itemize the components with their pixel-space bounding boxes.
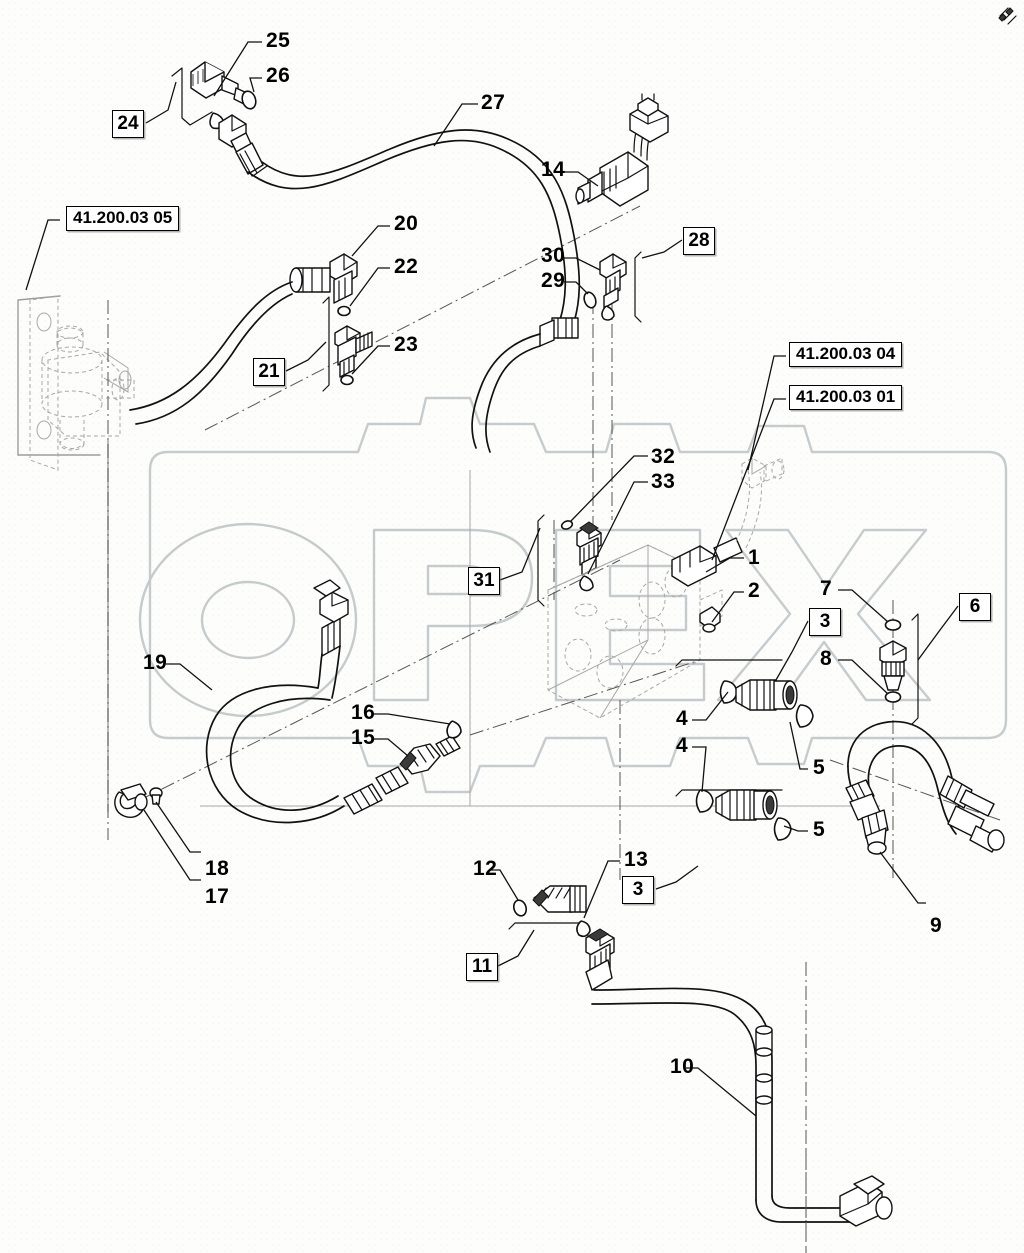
part-20-elbow xyxy=(289,253,358,304)
part-9-elbow-right xyxy=(939,775,1005,853)
part-4-seal-upper xyxy=(719,680,738,704)
part-19-lower-end xyxy=(343,766,409,815)
part-17-bolt xyxy=(149,787,163,805)
part-5-seal-lower xyxy=(773,817,792,841)
part-group-11 xyxy=(508,885,615,991)
callout-number-32[interactable]: 32 xyxy=(651,445,676,468)
part-32-oring xyxy=(560,520,574,530)
callout-number-33[interactable]: 33 xyxy=(651,470,676,493)
part-5-seal-upper xyxy=(795,704,814,728)
callout-number-26[interactable]: 26 xyxy=(266,64,291,87)
callout-number-10[interactable]: 10 xyxy=(670,1055,695,1078)
reference-box-41-200-03-01[interactable]: 41.200.03 01 xyxy=(789,385,903,410)
callout-number-2[interactable]: 2 xyxy=(748,579,761,602)
callout-number-19[interactable]: 19 xyxy=(143,651,168,674)
part-10-sleeves xyxy=(755,1025,773,1105)
part-16-seal xyxy=(446,720,462,739)
part-33-cartridge xyxy=(576,521,602,576)
part-group-24 xyxy=(171,61,264,177)
part-15-adapter xyxy=(399,735,461,775)
part-3-coupler-lower xyxy=(715,789,778,821)
callout-number-22[interactable]: 22 xyxy=(394,255,419,278)
callout-number-7[interactable]: 7 xyxy=(820,577,833,600)
callout-number-4[interactable]: 4 xyxy=(676,734,689,757)
corner-fragment xyxy=(998,7,1017,25)
callout-number-14[interactable]: 14 xyxy=(541,158,566,181)
part-21-tee-fitting xyxy=(334,325,373,378)
part-group-3-lower xyxy=(675,789,792,841)
part-2-plug xyxy=(699,606,721,633)
part-8-union xyxy=(879,640,907,691)
boxed-item-number-3[interactable]: 3 xyxy=(809,608,841,636)
part-29-oring xyxy=(583,291,597,309)
part-group-28 xyxy=(583,251,642,323)
part-10-hose-end-upper xyxy=(585,928,615,991)
part-group-3-upper xyxy=(675,659,814,728)
part-30-elbow xyxy=(599,253,627,309)
part-27-hose-lower-end xyxy=(471,317,579,453)
callout-number-5[interactable]: 5 xyxy=(813,756,826,779)
boxed-item-number-28[interactable]: 28 xyxy=(683,227,715,255)
callout-number-5[interactable]: 5 xyxy=(813,818,826,841)
callout-number-17[interactable]: 17 xyxy=(205,885,230,908)
callout-number-1[interactable]: 1 xyxy=(748,546,761,569)
part-26-oring xyxy=(241,90,257,110)
callout-number-8[interactable]: 8 xyxy=(820,647,833,670)
part-group-31 xyxy=(537,457,785,719)
reference-box-41-200-03-04[interactable]: 41.200.03 04 xyxy=(789,342,903,367)
boxed-item-number-3[interactable]: 3 xyxy=(622,876,654,904)
callout-number-13[interactable]: 13 xyxy=(624,848,649,871)
part-14-pressure-switch xyxy=(575,93,669,207)
callout-number-23[interactable]: 23 xyxy=(394,333,419,356)
part-25-adapter xyxy=(190,61,248,105)
boxed-item-number-21[interactable]: 21 xyxy=(253,358,285,386)
callout-number-27[interactable]: 27 xyxy=(481,91,506,114)
callout-number-29[interactable]: 29 xyxy=(541,269,566,292)
boxed-item-number-11[interactable]: 11 xyxy=(466,953,498,981)
part-10-hose xyxy=(591,987,893,1253)
callout-number-30[interactable]: 30 xyxy=(541,244,566,267)
part-group-19 xyxy=(205,579,462,824)
part-4-seal-lower xyxy=(695,789,714,813)
part-27-hose xyxy=(247,129,581,323)
boxed-item-number-24[interactable]: 24 xyxy=(112,110,144,138)
part-8-oring-lower xyxy=(884,691,902,703)
part-group-17 xyxy=(114,783,163,818)
callout-number-4[interactable]: 4 xyxy=(676,707,689,730)
callout-number-9[interactable]: 9 xyxy=(930,914,943,937)
part-9-elbow-left xyxy=(845,779,889,855)
part-1-port-fitting xyxy=(671,457,785,587)
part-3-coupler-upper xyxy=(735,679,798,711)
watermark-gear xyxy=(148,396,1008,794)
callout-number-15[interactable]: 15 xyxy=(351,726,376,749)
part-10-end-fitting xyxy=(839,1175,893,1227)
callout-number-20[interactable]: 20 xyxy=(394,212,419,235)
part-27-hose-end-upper xyxy=(218,114,264,177)
leader-lines xyxy=(25,41,959,1117)
part-19-upper-end xyxy=(313,579,349,699)
callout-number-12[interactable]: 12 xyxy=(473,857,498,880)
part-9-hose xyxy=(845,720,1005,855)
part-group-21 xyxy=(129,253,373,425)
callout-number-16[interactable]: 16 xyxy=(351,701,376,724)
callout-number-25[interactable]: 25 xyxy=(266,29,291,52)
part-7-oring xyxy=(884,619,902,631)
part-group-6 xyxy=(879,613,919,725)
part-13-adapter xyxy=(532,885,587,913)
boxed-item-number-6[interactable]: 6 xyxy=(959,593,991,621)
boxed-item-number-31[interactable]: 31 xyxy=(468,567,500,595)
part-12-oring xyxy=(512,899,528,917)
part-22-oring xyxy=(337,305,351,317)
part-18-clamp xyxy=(114,783,148,818)
part-23-oring xyxy=(340,374,354,386)
center-lines xyxy=(107,205,1001,1240)
reference-box-41-200-03-05[interactable]: 41.200.03 05 xyxy=(66,206,180,231)
callout-number-18[interactable]: 18 xyxy=(205,857,230,880)
